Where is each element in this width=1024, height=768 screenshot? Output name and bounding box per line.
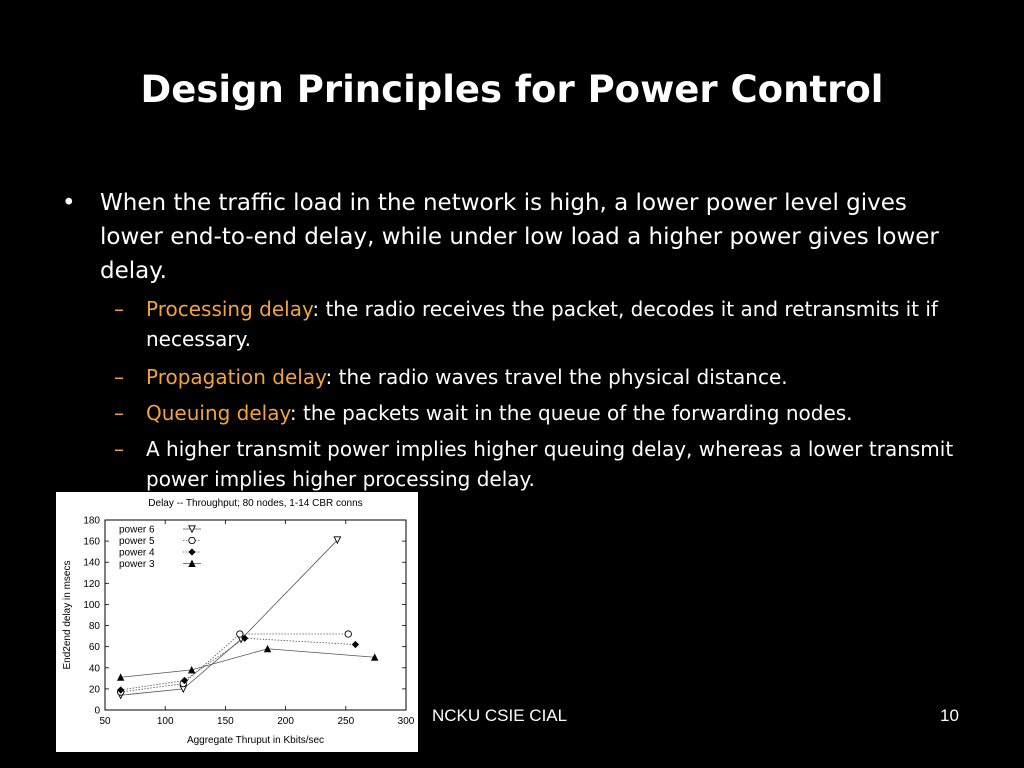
slide-title: Design Principles for Power Control bbox=[140, 68, 884, 111]
y-tick-label: 60 bbox=[89, 642, 101, 653]
y-tick-label: 20 bbox=[89, 684, 101, 695]
data-point-power-4 bbox=[180, 676, 189, 685]
sub-item-text: Processing delay: the radio receives the… bbox=[146, 294, 966, 354]
sub-dash: – bbox=[114, 297, 124, 321]
data-point-power-3 bbox=[263, 644, 272, 653]
y-tick-label: 120 bbox=[83, 579, 100, 590]
data-point-power-3 bbox=[116, 673, 125, 681]
x-tick-label: 250 bbox=[337, 716, 354, 727]
bullet-symbol: • bbox=[62, 190, 76, 216]
x-tick-label: 150 bbox=[217, 716, 234, 727]
data-point-power-3 bbox=[188, 666, 196, 674]
x-tick-label: 300 bbox=[398, 716, 415, 727]
sub-highlight: Processing delay bbox=[146, 297, 313, 321]
sub-item-text: Propagation delay: the radio waves trave… bbox=[146, 362, 966, 392]
y-tick-label: 140 bbox=[83, 558, 100, 569]
data-point-power-5 bbox=[236, 630, 244, 638]
x-tick-label: 50 bbox=[99, 716, 111, 727]
y-tick-label: 80 bbox=[89, 621, 101, 632]
plot-frame bbox=[104, 519, 407, 711]
sub-highlight: Propagation delay bbox=[146, 365, 326, 389]
y-tick-label: 180 bbox=[83, 516, 100, 527]
x-tick-label: 200 bbox=[277, 716, 294, 727]
chart-svg: Delay -- Throughput; 80 nodes, 1-14 CBR … bbox=[56, 492, 418, 752]
footer-org: NCKU CSIE CIAL bbox=[432, 706, 568, 725]
chart-title: Delay -- Throughput; 80 nodes, 1-14 CBR … bbox=[148, 498, 362, 509]
sub-dash: – bbox=[114, 437, 124, 461]
data-point-power-6 bbox=[333, 536, 342, 545]
sub-rest: : the packets wait in the queue of the f… bbox=[289, 401, 853, 425]
legend-marker-power-4 bbox=[188, 548, 196, 556]
sub-dash: – bbox=[114, 401, 124, 425]
sub-rest: : the radio receives the packet, decodes… bbox=[146, 297, 938, 351]
sub-dash: – bbox=[114, 365, 124, 389]
legend-label-power-5: power 5 bbox=[119, 536, 155, 547]
delay-throughput-chart: Delay -- Throughput; 80 nodes, 1-14 CBR … bbox=[56, 492, 418, 752]
sub-rest: A higher transmit power implies higher q… bbox=[146, 437, 954, 491]
legend-marker-power-5 bbox=[188, 536, 196, 545]
page-number: 10 bbox=[940, 706, 959, 725]
sub-item-text: Queuing delay: the packets wait in the q… bbox=[146, 398, 966, 428]
legend-marker-power-6 bbox=[188, 525, 196, 534]
y-tick-label: 40 bbox=[89, 663, 101, 674]
data-point-power-4 bbox=[351, 640, 360, 649]
legend-label-power-3: power 3 bbox=[119, 559, 155, 570]
data-point-power-4 bbox=[241, 634, 249, 642]
x-axis-label: Aggregate Thruput in Kbits/sec bbox=[187, 735, 324, 746]
data-point-power-3 bbox=[371, 653, 379, 661]
series-line-power-3 bbox=[120, 648, 375, 678]
y-tick-label: 100 bbox=[83, 600, 100, 611]
legend-label-power-4: power 4 bbox=[119, 548, 155, 559]
data-point-power-4 bbox=[117, 686, 125, 694]
x-tick-label: 100 bbox=[157, 716, 174, 727]
series-line-power-5 bbox=[120, 633, 349, 693]
sub-rest: : the radio waves travel the physical di… bbox=[325, 365, 788, 389]
chart-background bbox=[56, 492, 418, 752]
y-tick-label: 160 bbox=[83, 537, 100, 548]
y-axis-label: End2end delay in msecs bbox=[62, 561, 73, 670]
legend-marker-power-3 bbox=[188, 559, 196, 567]
sub-highlight: Queuing delay bbox=[146, 401, 290, 425]
y-tick-label: 0 bbox=[94, 706, 100, 717]
legend-label-power-6: power 6 bbox=[119, 525, 155, 536]
bullet-text: When the traffic load in the network is … bbox=[100, 190, 939, 284]
sub-item-text: A higher transmit power implies higher q… bbox=[146, 434, 966, 494]
data-point-power-5 bbox=[344, 630, 352, 638]
